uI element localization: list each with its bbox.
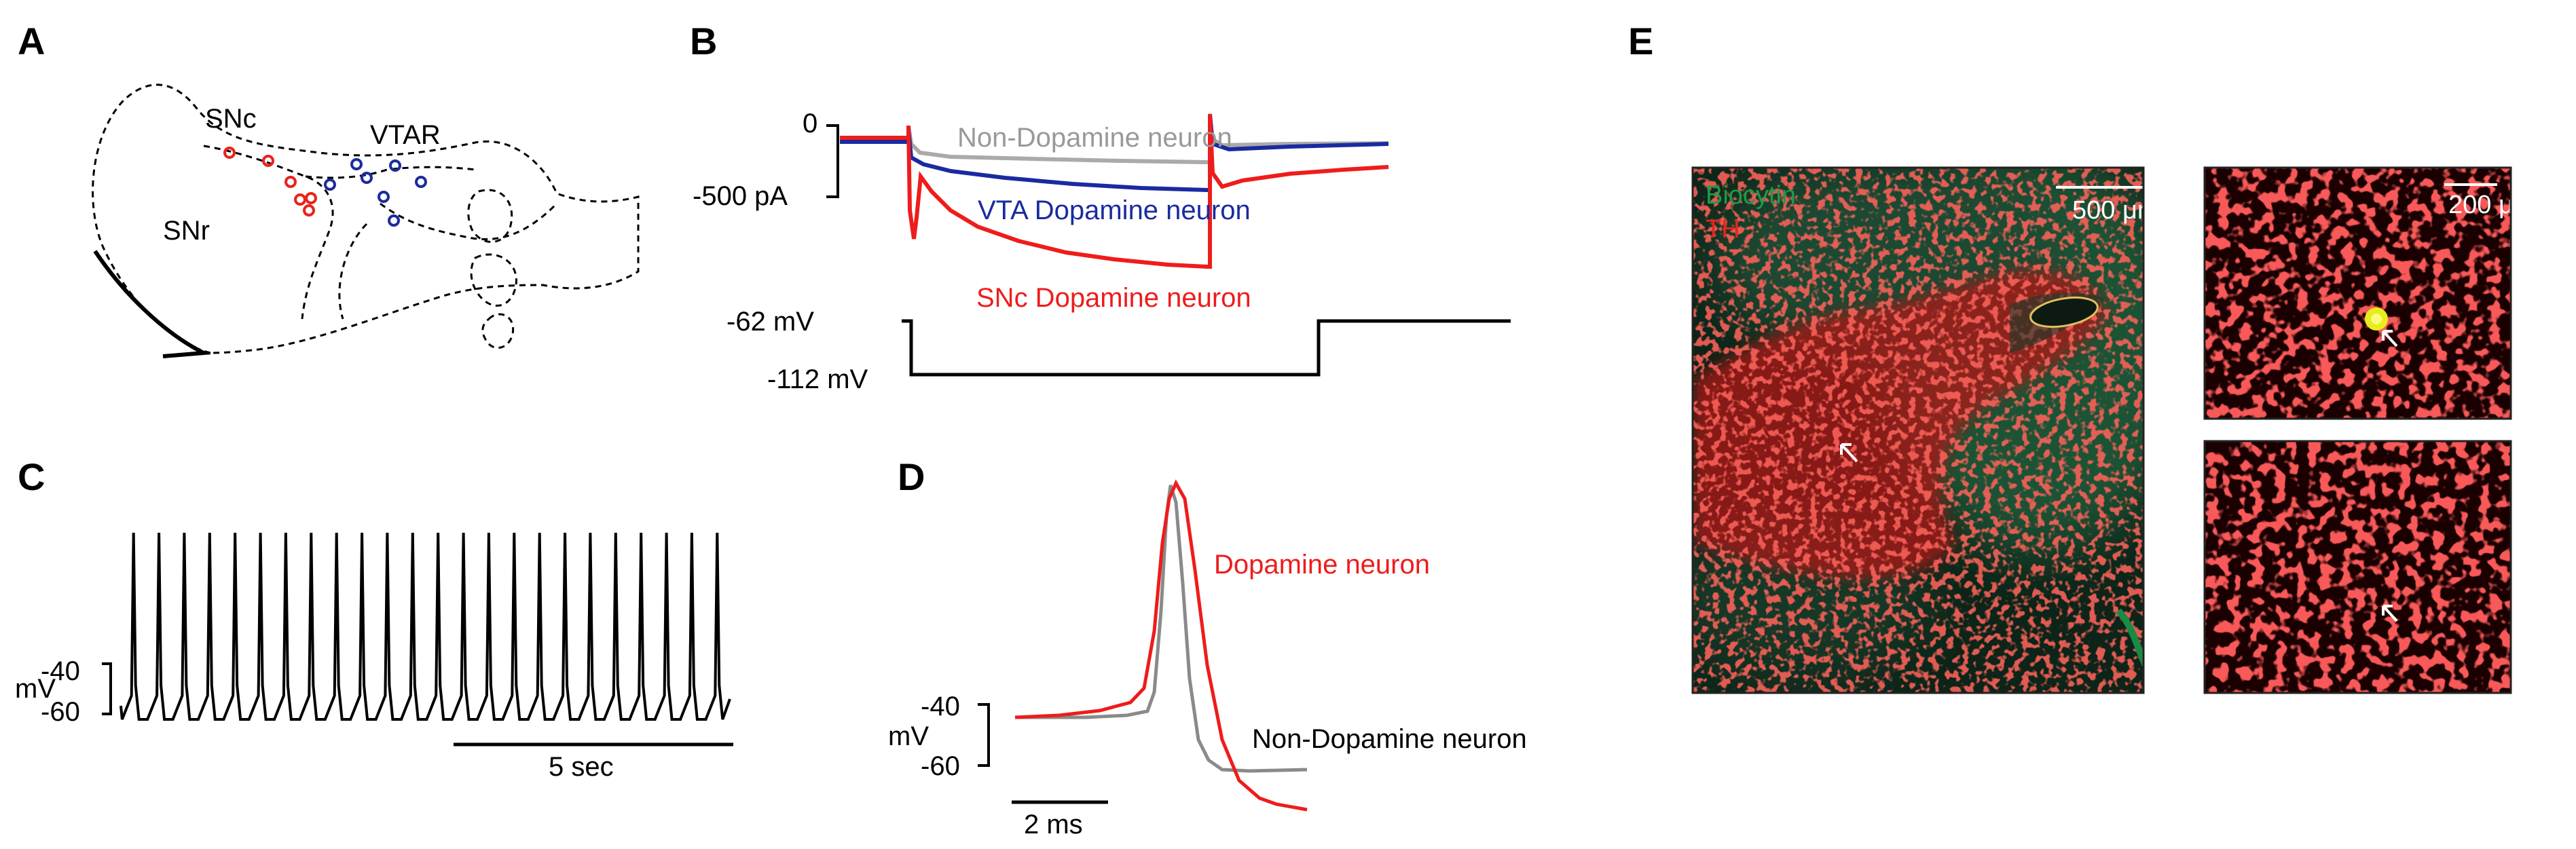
arrow-icon-bottom xyxy=(2382,605,2398,622)
scale-c-unit: mV xyxy=(15,674,56,704)
legend-snc-dopamine: SNc Dopamine neuron xyxy=(976,283,1251,313)
snc-recorded-cells xyxy=(223,147,317,216)
scale-main-label: 500 μm xyxy=(2072,196,2159,225)
trace-snc-dopamine-current xyxy=(840,113,1389,269)
voltage-scale-bar-c xyxy=(102,662,112,715)
legend-vta-dopamine: VTA Dopamine neuron xyxy=(978,195,1251,225)
panel-label-d: D xyxy=(898,455,925,498)
panel-label-e: E xyxy=(1628,20,1653,62)
scale-c-top: -40 xyxy=(41,656,80,686)
micrograph-top-frame xyxy=(2203,166,2512,420)
brain-section-outline xyxy=(92,83,640,354)
voltage-hold-label: -62 mV xyxy=(726,307,814,337)
panel-e: E Biocytin TH 500 μm 200 μm xyxy=(1628,20,2535,694)
scale-small-label: 200 μm xyxy=(2448,191,2535,219)
legend-dopamine-ap: Dopamine neuron xyxy=(1214,550,1430,580)
micrograph-bottom-frame xyxy=(2203,440,2512,694)
voltage-command-step xyxy=(902,319,1511,377)
label-snc: SNc xyxy=(205,104,257,134)
time-scale-c: 5 sec xyxy=(549,752,614,782)
brain-edge-solid xyxy=(93,250,211,358)
scale-c-bottom: -60 xyxy=(41,697,80,727)
micrograph-top: 200 μm xyxy=(2205,168,2535,419)
scale-d-top: -40 xyxy=(921,692,960,721)
panel-label-a: A xyxy=(18,20,45,62)
arrow-icon-top xyxy=(2382,330,2398,347)
micrograph-main: Biocytin TH 500 μm xyxy=(1693,168,2159,693)
panel-label-b: B xyxy=(690,20,717,62)
label-snr: SNr xyxy=(163,216,210,246)
panel-c: C -40 mV -60 5 sec xyxy=(15,455,733,782)
current-scale-top: 0 xyxy=(803,109,817,138)
panel-a: A SNc VTAR SNr xyxy=(18,20,640,358)
voltage-step-label: -112 mV xyxy=(767,364,868,394)
micrograph-main-frame xyxy=(1691,166,2145,694)
channel-th: TH xyxy=(1706,215,1740,244)
arrow-icon-main xyxy=(1840,443,1858,463)
scale-d-unit: mV xyxy=(888,721,929,751)
micrograph-bottom xyxy=(2205,441,2511,693)
label-vtar: VTAR xyxy=(370,120,441,150)
panel-d: D Dopamine neuron Non-Dopamine neuron -4… xyxy=(888,455,1527,839)
panel-label-c: C xyxy=(18,455,45,498)
current-scale-bottom: -500 pA xyxy=(693,181,788,211)
voltage-scale-bar-d xyxy=(978,703,990,767)
vta-recorded-cells xyxy=(324,158,427,227)
channel-biocytin: Biocytin xyxy=(1706,181,1796,210)
scale-d-bottom: -60 xyxy=(921,751,960,781)
legend-non-dopamine-ap: Non-Dopamine neuron xyxy=(1252,724,1527,754)
time-scale-d: 2 ms xyxy=(1024,810,1083,839)
current-scale-bar xyxy=(826,124,839,198)
spike-train-trace xyxy=(119,532,731,721)
panel-b: B 0 -500 pA Non-Dopamine neuron VTA Dopa… xyxy=(690,20,1511,394)
trace-dopamine-ap xyxy=(1014,479,1308,812)
trace-non-dopamine-ap xyxy=(1015,485,1308,773)
legend-non-dopamine: Non-Dopamine neuron xyxy=(957,123,1232,153)
